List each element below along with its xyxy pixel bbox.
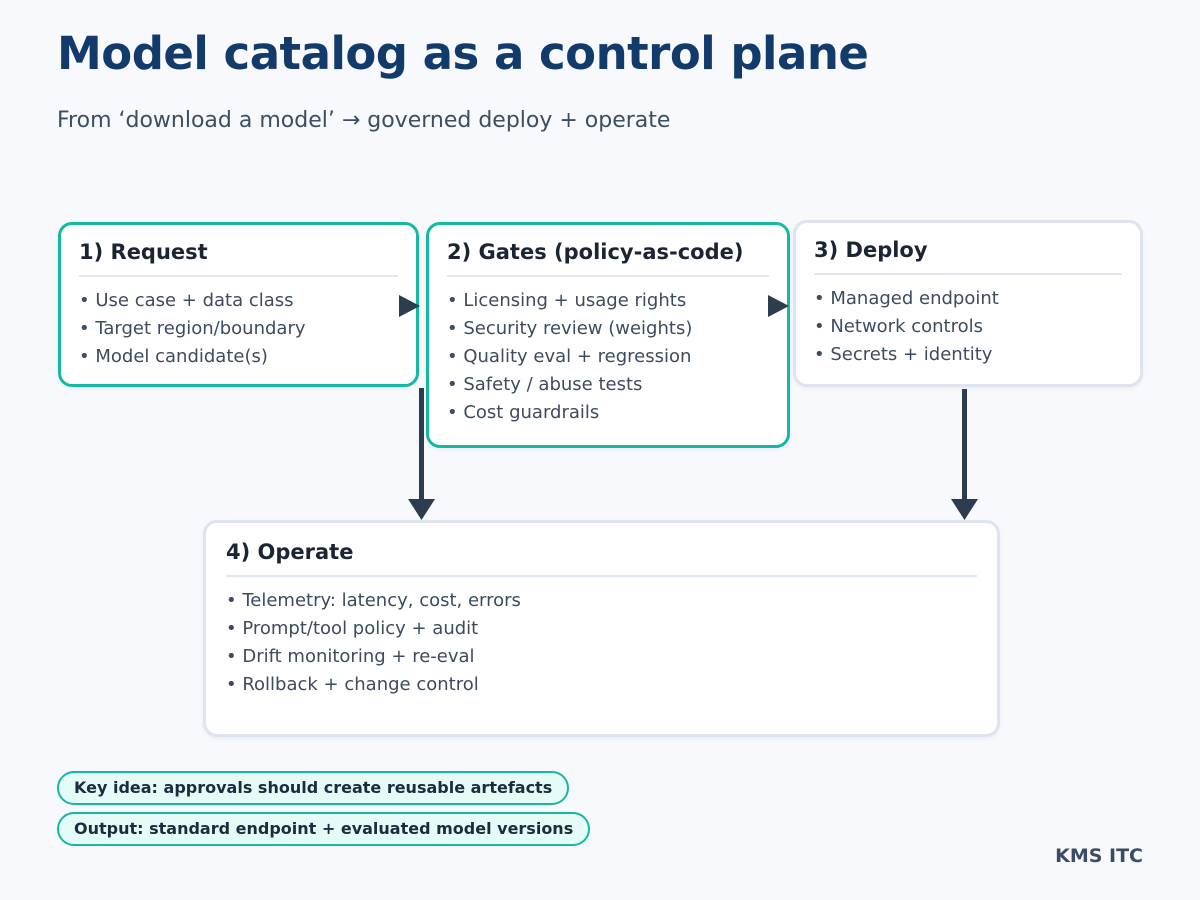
list-item: Use case + data class xyxy=(79,287,398,315)
arrow-deploy-to-operate-icon xyxy=(951,389,978,520)
list-item: Secrets + identity xyxy=(814,341,1122,369)
card-request-list: Use case + data class Target region/boun… xyxy=(79,287,398,371)
card-deploy: 3) Deploy Managed endpoint Network contr… xyxy=(793,220,1143,387)
list-item: Prompt/tool policy + audit xyxy=(226,615,977,643)
list-item: Target region/boundary xyxy=(79,315,398,343)
list-item: Cost guardrails xyxy=(447,399,769,427)
card-gates-list: Licensing + usage rights Security review… xyxy=(447,287,769,427)
output-pill: Output: standard endpoint + evaluated mo… xyxy=(57,812,591,846)
brand-logo-text: KMS ITC xyxy=(1055,845,1143,867)
list-item: Rollback + change control xyxy=(226,671,977,699)
divider xyxy=(814,273,1122,275)
list-item: Safety / abuse tests xyxy=(447,371,769,399)
list-item: Quality eval + regression xyxy=(447,343,769,371)
list-item: Drift monitoring + re-eval xyxy=(226,643,977,671)
divider xyxy=(226,575,977,577)
list-item: Network controls xyxy=(814,313,1122,341)
list-item: Licensing + usage rights xyxy=(447,287,769,315)
card-gates-title: 2) Gates (policy-as-code) xyxy=(447,240,744,264)
key-idea-pill: Key idea: approvals should create reusab… xyxy=(57,771,570,805)
list-item: Managed endpoint xyxy=(814,285,1122,313)
card-deploy-title: 3) Deploy xyxy=(814,238,928,262)
card-request-title: 1) Request xyxy=(79,240,208,264)
card-gates: 2) Gates (policy-as-code) Licensing + us… xyxy=(426,222,790,448)
page-subtitle: From ‘download a model’ → governed deplo… xyxy=(57,108,671,133)
card-operate: 4) Operate Telemetry: latency, cost, err… xyxy=(203,520,1000,737)
card-request: 1) Request Use case + data class Target … xyxy=(58,222,419,387)
divider xyxy=(447,275,769,277)
page-title: Model catalog as a control plane xyxy=(57,27,869,80)
card-operate-list: Telemetry: latency, cost, errors Prompt/… xyxy=(226,587,977,699)
list-item: Telemetry: latency, cost, errors xyxy=(226,587,977,615)
card-operate-title: 4) Operate xyxy=(226,540,354,564)
list-item: Security review (weights) xyxy=(447,315,769,343)
divider xyxy=(79,275,398,277)
card-deploy-list: Managed endpoint Network controls Secret… xyxy=(814,285,1122,369)
list-item: Model candidate(s) xyxy=(79,343,398,371)
